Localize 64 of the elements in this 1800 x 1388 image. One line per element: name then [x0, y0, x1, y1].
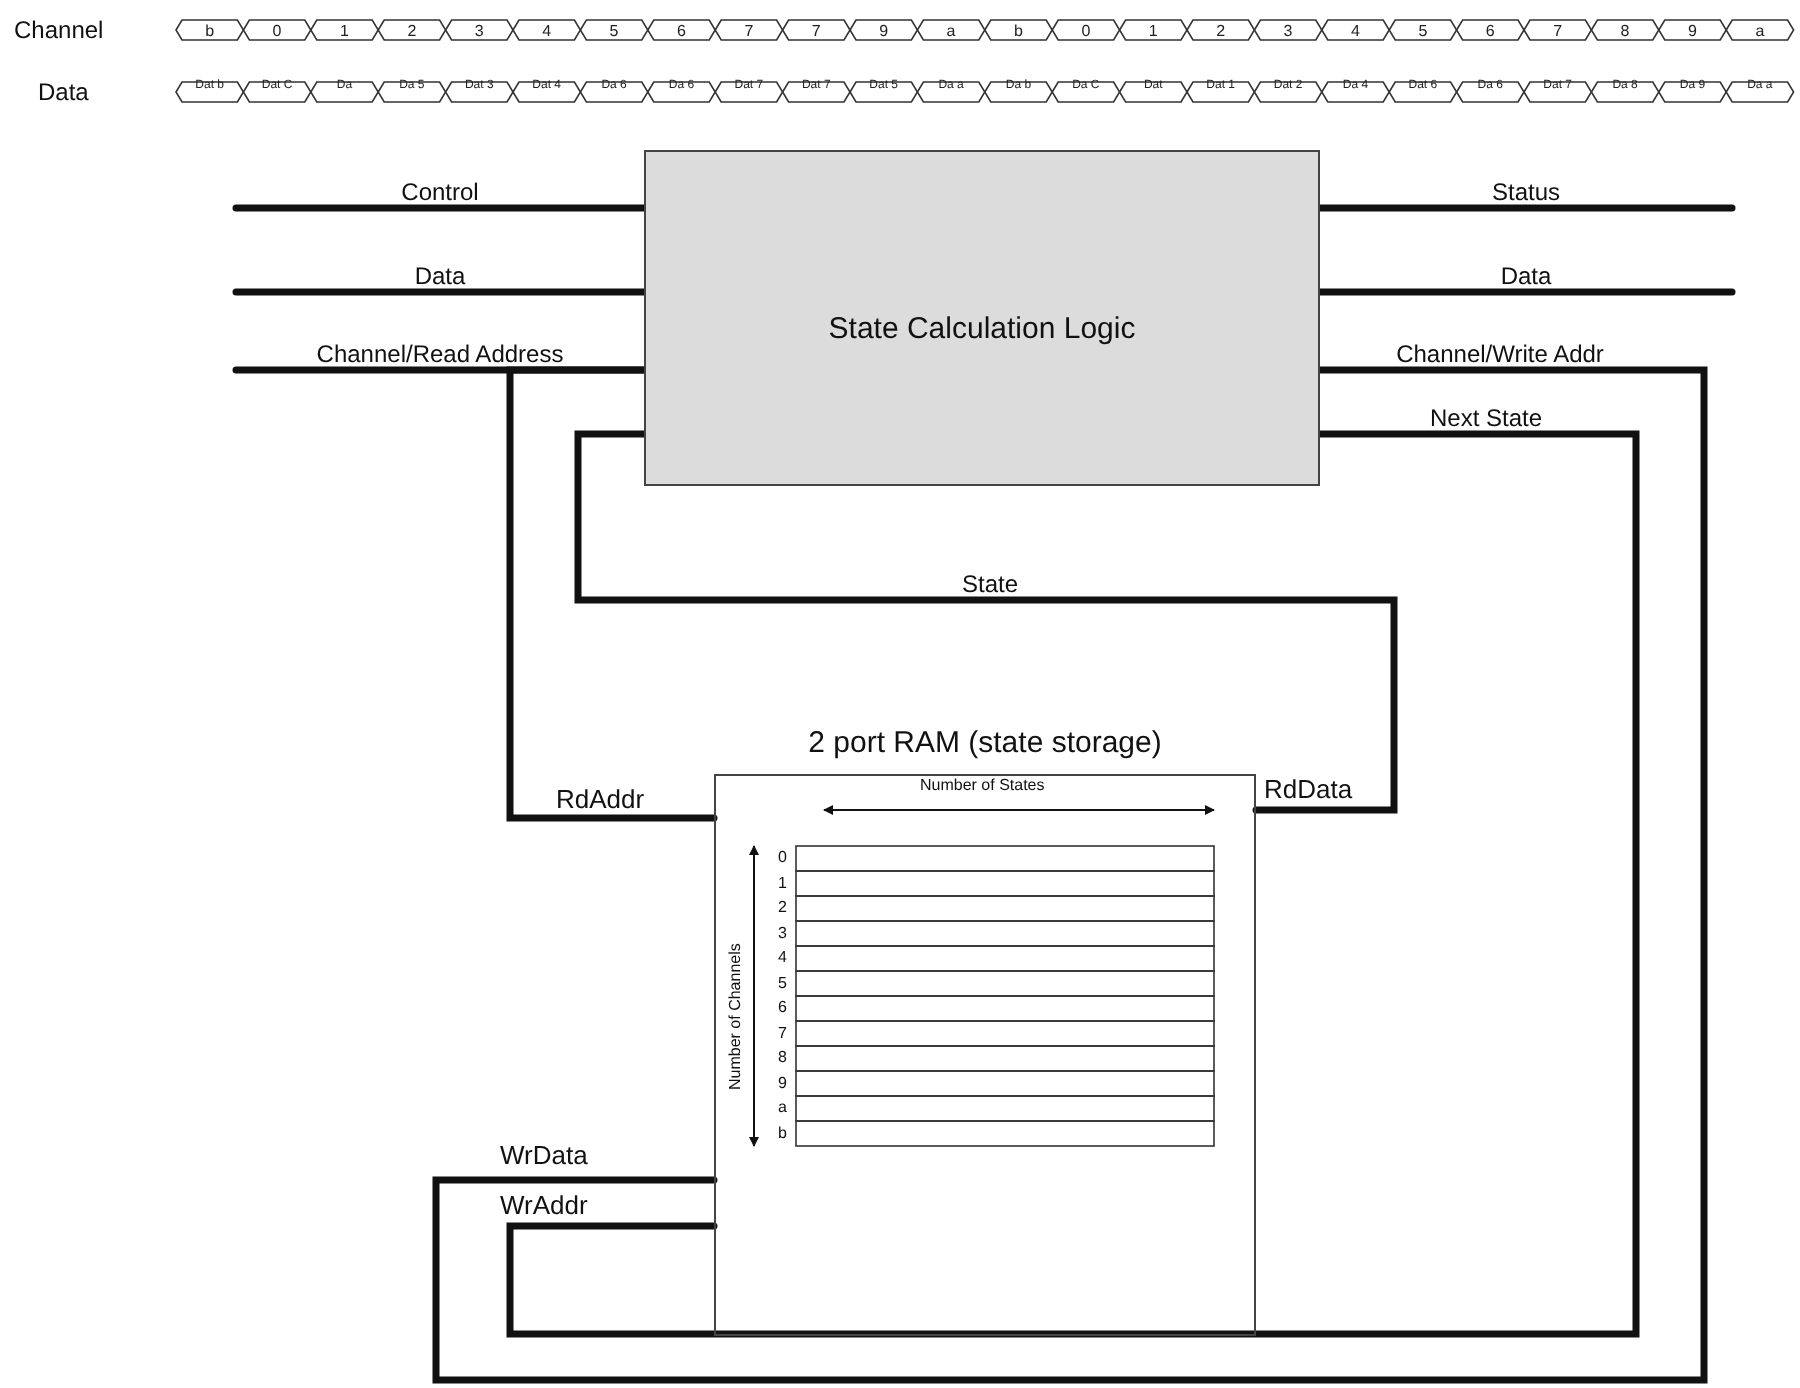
- bus-value: b: [203, 24, 217, 40]
- row-index: 0: [778, 850, 787, 866]
- bus-value: 2: [405, 24, 419, 40]
- bus-value: 9: [877, 24, 891, 40]
- bus-value: a: [944, 24, 958, 40]
- row-index: 9: [778, 1075, 787, 1091]
- dimension-label: Number of States: [920, 778, 1045, 794]
- row-index: 8: [778, 1050, 787, 1066]
- bus-value: 8: [1618, 24, 1632, 40]
- port-label: RdAddr: [556, 786, 645, 812]
- row-index: 3: [778, 925, 787, 941]
- bus-value: b: [1012, 24, 1025, 40]
- bus-value: 7: [809, 24, 823, 40]
- bus-value: 5: [607, 24, 621, 40]
- row-index: 7: [778, 1025, 787, 1041]
- signal-line: [1316, 288, 1736, 296]
- edge-label: Data: [1500, 264, 1552, 288]
- bus-value: 3: [472, 24, 486, 40]
- row-index: b: [778, 1125, 787, 1141]
- edge-label: State: [961, 572, 1019, 596]
- row-index: 1: [778, 875, 787, 891]
- bus-value: 7: [742, 24, 756, 40]
- row-index: 4: [778, 950, 787, 966]
- signal-line: [232, 288, 648, 296]
- memory-block: [714, 774, 1256, 1336]
- block-title: State Calculation Logic: [826, 312, 1138, 346]
- edge-label: Next State: [1429, 406, 1543, 430]
- port-label: WrAddr: [500, 1192, 588, 1218]
- bus-value: 0: [1079, 24, 1093, 40]
- bus-value: 9: [1686, 24, 1699, 40]
- row-index: 6: [778, 1000, 787, 1016]
- edge-label: Status: [1491, 180, 1561, 204]
- signal-name: Channel: [14, 18, 104, 42]
- logic-block: [644, 150, 1320, 486]
- signal-line: [1316, 204, 1736, 212]
- block-title: 2 port RAM (state storage): [806, 726, 1164, 760]
- row-index: a: [778, 1100, 787, 1116]
- bus-value: 4: [1349, 24, 1362, 40]
- edge-label: Control: [401, 180, 479, 204]
- signal-line: [432, 366, 1708, 1384]
- bus-value: 3: [1281, 24, 1295, 40]
- port-label: RdData: [1264, 776, 1353, 802]
- bus-value: 6: [675, 24, 688, 40]
- bus-value: 0: [270, 24, 284, 40]
- bus-value: 6: [1483, 24, 1497, 40]
- signal-line: [506, 366, 718, 822]
- row-index: 5: [778, 975, 787, 991]
- bus-value: 4: [540, 24, 554, 40]
- port-label: WrData: [500, 1142, 588, 1168]
- bus-value: 2: [1214, 24, 1228, 40]
- bus-value: a: [1753, 24, 1767, 40]
- signal-name: Data: [38, 80, 89, 104]
- bus-value: 1: [338, 24, 351, 40]
- signal-line: [232, 204, 648, 212]
- signal-line: [506, 430, 1640, 1338]
- row-index: 2: [778, 900, 787, 916]
- signal-line: [574, 430, 1398, 814]
- bus-value: 5: [1416, 24, 1430, 40]
- edge-label: Channel/Read Address: [316, 342, 564, 366]
- edge-label: Data: [414, 264, 466, 288]
- bus-value: 7: [1551, 24, 1565, 40]
- bus-value: 1: [1146, 24, 1160, 40]
- edge-label: Channel/Write Addr: [1396, 342, 1604, 366]
- dimension-label: Number of Channels: [728, 943, 744, 1090]
